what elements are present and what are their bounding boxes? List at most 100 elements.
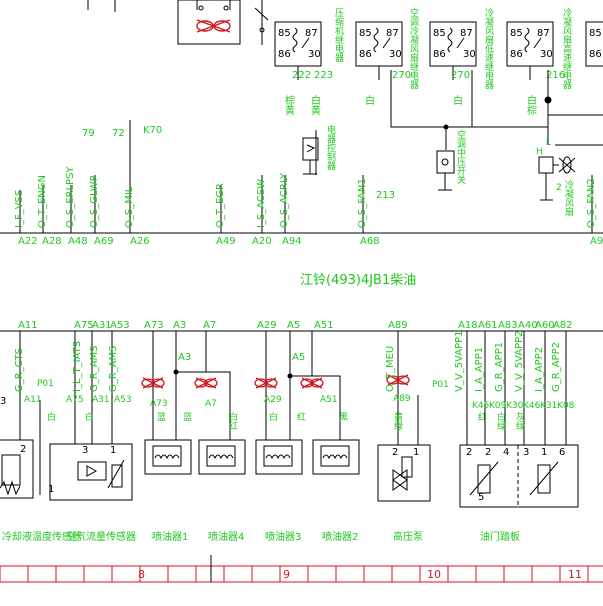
terminal-number: 3 bbox=[82, 445, 88, 456]
signal-label: V_V_5VAPP2 bbox=[514, 330, 525, 392]
fuse-loop-icon bbox=[254, 378, 268, 388]
relay-wire-number: 223 bbox=[314, 70, 333, 81]
injector-box bbox=[198, 439, 246, 475]
relay-pin: 30 bbox=[308, 49, 321, 60]
relay-pin: 85 bbox=[359, 28, 372, 39]
relay-pin: 86 bbox=[278, 49, 291, 60]
connector-pin: P01 bbox=[37, 379, 54, 389]
component-caption: 空气流量传感器 bbox=[66, 530, 136, 543]
splice-label: A3 bbox=[178, 352, 191, 363]
signal-label: O_S_FAN1 bbox=[357, 178, 368, 228]
relay-wire-number: 270 bbox=[451, 70, 470, 81]
fuse-icon bbox=[196, 19, 231, 33]
relay-caption: 冷凝风扇高速继电器 bbox=[561, 7, 572, 89]
contact-icon bbox=[456, 37, 465, 49]
relay-pin: 85 bbox=[589, 28, 602, 39]
relay-caption: 压缩机继电器 bbox=[333, 8, 344, 62]
relay-pin: 85 bbox=[510, 28, 523, 39]
relay-wire-number: 216 bbox=[546, 70, 565, 81]
wire-color: 黑 bbox=[337, 412, 348, 422]
terminal-number: 5 bbox=[478, 492, 484, 503]
injector-coil bbox=[206, 445, 236, 467]
connector-pin: K09 bbox=[489, 401, 507, 411]
signal-label: O_S_GLWP bbox=[89, 175, 100, 228]
upper-wire-colors: 棕黄白黄白白白棕 bbox=[283, 94, 537, 116]
fuse-loop-icon bbox=[300, 378, 314, 388]
fuse-loop-icon bbox=[386, 375, 400, 385]
wire-color: 白 bbox=[45, 411, 55, 421]
fuse-loop-icon bbox=[151, 378, 165, 388]
signal-label: O_S_ERLPSY bbox=[65, 166, 76, 228]
relay-caption: 冷凝风扇低速继电器 bbox=[483, 7, 494, 89]
injector-box bbox=[144, 439, 192, 475]
signal-label: O_S_MIL bbox=[124, 186, 135, 228]
top-pin-label: A73 bbox=[144, 320, 164, 331]
relay-pin: 86 bbox=[359, 49, 372, 60]
component-caption: 高压泵 bbox=[393, 530, 423, 543]
pin-label: A68 bbox=[360, 236, 380, 247]
upper-signal-wires bbox=[19, 0, 593, 233]
page-title: 江铃(493)4JB1柴油 bbox=[300, 273, 416, 288]
pin-label: A26 bbox=[130, 236, 150, 247]
top-pin-label: A5 bbox=[287, 320, 300, 331]
air-flow-sensor bbox=[49, 443, 133, 501]
pressure-switch bbox=[302, 137, 319, 175]
wire-color: 白 bbox=[267, 411, 277, 421]
signal-label: G_R_AMS bbox=[89, 345, 100, 392]
wire-color: 灰绿 bbox=[514, 411, 525, 430]
pin-label: A49 bbox=[216, 236, 236, 247]
lower-wire-colors: 白白蓝蓝白红白红黑黄绿红白绿灰绿 bbox=[45, 411, 525, 430]
signal-label: O_S_FAN2 bbox=[586, 178, 597, 228]
signal-label: I_F_VSS bbox=[14, 190, 25, 228]
top-pin-label: A53 bbox=[110, 320, 130, 331]
fuse-loop-icon bbox=[396, 375, 410, 385]
terminal-number: 6 bbox=[559, 447, 565, 458]
wire-color: 白 bbox=[363, 94, 374, 105]
contact-icon bbox=[533, 37, 542, 49]
terminal-number: 1 bbox=[110, 445, 116, 456]
signal-label: G_R_AMS bbox=[108, 345, 119, 392]
relay-pin: 85 bbox=[278, 28, 291, 39]
connector-pin: A73 bbox=[150, 399, 168, 409]
connector-pin: A89 bbox=[393, 394, 411, 404]
relay-pin: 86 bbox=[589, 49, 602, 60]
grid-label: 8 bbox=[138, 568, 145, 581]
fuse-loop-icon bbox=[264, 378, 278, 388]
contact-icon bbox=[301, 37, 310, 49]
coil-icon bbox=[447, 27, 453, 53]
grid-label: 10 bbox=[427, 568, 441, 581]
grid-ruler bbox=[0, 565, 603, 583]
top-pin-label: A29 bbox=[257, 320, 277, 331]
component-caption: 冷却液温度传感器 bbox=[2, 530, 82, 543]
connector-pin: A7 bbox=[205, 399, 217, 409]
pin-label: A94 bbox=[282, 236, 302, 247]
terminal-number: 2 bbox=[466, 447, 472, 458]
signal-label: O_S_ACRLY bbox=[279, 172, 290, 228]
relay-pin: 87 bbox=[460, 28, 473, 39]
top-pin-label: A83 bbox=[498, 320, 518, 331]
switch-caption: 空调中压开关 bbox=[455, 129, 466, 185]
relay-pin: 30 bbox=[540, 49, 553, 60]
top-pin-label: A7 bbox=[203, 320, 216, 331]
coil-icon bbox=[373, 27, 379, 53]
fan-pin-h: H bbox=[536, 147, 543, 157]
signal-label: I_L_T_IATS bbox=[72, 341, 83, 392]
wire-number: K70 bbox=[143, 125, 162, 136]
pin-label: A28 bbox=[42, 236, 62, 247]
fuse-loop-icon bbox=[310, 378, 324, 388]
connector-pin: K46 bbox=[523, 401, 541, 411]
component-caption: 喷油器3 bbox=[265, 530, 301, 543]
connector-pin: A31 bbox=[92, 395, 110, 405]
signal-label: V_V_5VAPP1 bbox=[454, 330, 465, 392]
terminal-number: 3 bbox=[523, 447, 529, 458]
terminal-number: 2 bbox=[485, 447, 491, 458]
signal-label: O_T_EGR bbox=[215, 183, 226, 228]
injector-coil bbox=[320, 445, 350, 467]
coil-icon bbox=[292, 27, 298, 53]
connector-pin: K45 bbox=[472, 401, 489, 411]
